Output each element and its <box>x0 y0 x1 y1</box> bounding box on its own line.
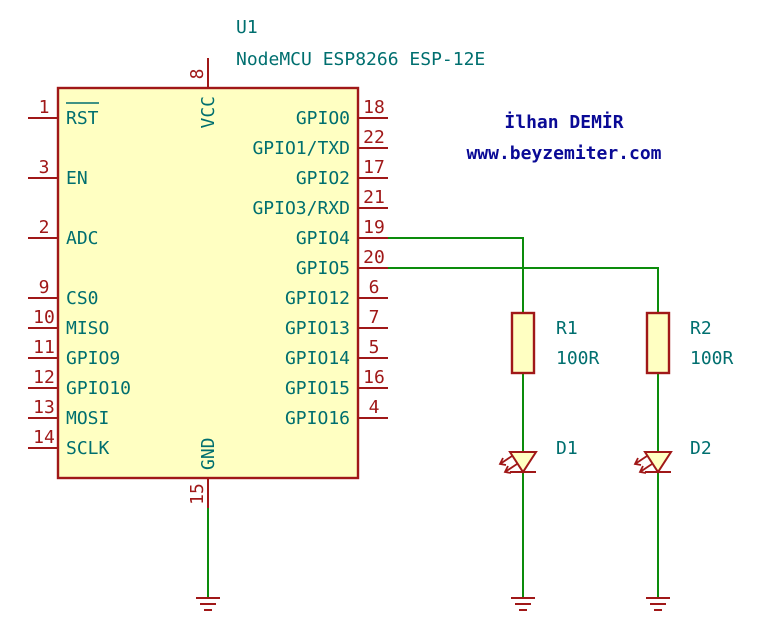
ground-symbol-icon <box>646 597 670 611</box>
u1-pin-number: 14 <box>33 427 55 448</box>
u1-pin-name: GPIO2 <box>296 168 350 189</box>
u1-right-pin-5: 5 GPIO14 <box>285 337 388 369</box>
r2-resistor-body <box>645 311 671 375</box>
u1-right-pin-6: 6 GPIO12 <box>285 277 388 309</box>
d1-led-symbol <box>498 451 538 474</box>
u1-pin-number: 11 <box>33 337 55 358</box>
r2-reference: R2 <box>690 318 712 339</box>
d2-led-symbol <box>633 451 673 474</box>
u1-right-pin-22: 22 GPIO1/TXD <box>252 127 388 159</box>
u1-pin-number: 19 <box>363 217 385 238</box>
u1-pin-name: GPIO4 <box>296 228 350 249</box>
u1-pin-name: GPIO15 <box>285 378 350 399</box>
u1-pin-name: CS0 <box>66 288 99 309</box>
u1-pin-name: GPIO9 <box>66 348 120 369</box>
u1-pin-name: EN <box>66 168 88 189</box>
u1-pin-name: MISO <box>66 318 109 339</box>
u1-reference: U1 <box>236 17 258 38</box>
d1-diode-triangle <box>508 451 538 474</box>
u1-pin-number: 1 <box>39 97 50 118</box>
u1-pin-number: 15 <box>187 483 208 505</box>
u1-left-pin-13: 13 MOSI <box>28 397 109 429</box>
u1-vcc-pin: 8 VCC <box>187 58 219 129</box>
ground-symbol-icon <box>511 597 535 611</box>
u1-right-pin-21: 21 GPIO3/RXD <box>252 187 388 219</box>
u1-value: NodeMCU ESP8266 ESP-12E <box>236 49 485 70</box>
u1-pin-number: 13 <box>33 397 55 418</box>
wire-gpio5-r2 <box>388 267 659 313</box>
r1-resistor-body <box>510 311 536 375</box>
u1-pin-name: GPIO13 <box>285 318 350 339</box>
ground-symbol-icon <box>196 597 220 611</box>
d1-light-arrow-head <box>498 457 507 466</box>
u1-pin-name: GPIO1/TXD <box>252 138 350 159</box>
u1-pin-number: 17 <box>363 157 385 178</box>
u1-left-pin-12: 12 GPIO10 <box>28 367 131 399</box>
u1-pin-number: 21 <box>363 187 385 208</box>
d1-reference: D1 <box>556 438 578 459</box>
r1-reference: R1 <box>556 318 578 339</box>
u1-pin-name: ADC <box>66 228 99 249</box>
r1-value: 100R <box>556 348 600 369</box>
u1-pin-number: 9 <box>39 277 50 298</box>
author-website: www.beyzemiter.com <box>466 143 661 164</box>
d1-light-arrow-head <box>503 465 512 474</box>
u1-left-pin-14: 14 SCLK <box>28 427 110 459</box>
u1-pin-name: SCLK <box>66 438 110 459</box>
u1-right-pin-4: 4 GPIO16 <box>285 397 388 429</box>
u1-left-pin-11: 11 GPIO9 <box>28 337 120 369</box>
u1-right-pin-17: 17 GPIO2 <box>296 157 388 189</box>
u1-pin-number: 18 <box>363 97 385 118</box>
d2-light-arrow <box>639 463 653 473</box>
wire-gpio4-r1 <box>388 237 524 313</box>
u1-left-pin-3: 3 EN <box>28 157 88 189</box>
u1-pin-number: 20 <box>363 247 385 268</box>
u1-right-pin-20: 20 GPIO5 <box>296 247 388 279</box>
u1-right-pin-19: 19 GPIO4 <box>296 217 388 249</box>
u1-pin-name: GPIO14 <box>285 348 350 369</box>
u1-pin-name: GPIO0 <box>296 108 350 129</box>
author-name: İlhan DEMİR <box>504 111 623 133</box>
u1-pin-number: 6 <box>369 277 380 298</box>
u1-left-pin-2: 2 ADC <box>28 217 99 249</box>
u1-pin-number: 5 <box>369 337 380 358</box>
u1-right-pin-16: 16 GPIO15 <box>285 367 388 399</box>
u1-pin-number: 2 <box>39 217 50 238</box>
u1-right-pin-7: 7 GPIO13 <box>285 307 388 339</box>
u1-pin-name: GPIO16 <box>285 408 350 429</box>
d2-light-arrow-head <box>633 457 642 466</box>
r2-value: 100R <box>690 348 734 369</box>
u1-pin-name: MOSI <box>66 408 109 429</box>
u1-pin-number: 3 <box>39 157 50 178</box>
u1-left-pin-10: 10 MISO <box>28 307 109 339</box>
d2-reference: D2 <box>690 438 712 459</box>
u1-pin-number: 7 <box>369 307 380 328</box>
u1-pin-number: 4 <box>369 397 380 418</box>
u1-left-pin-1: 1 RST <box>28 97 99 129</box>
u1-right-pin-18: 18 GPIO0 <box>296 97 388 129</box>
u1-pin-number: 16 <box>363 367 385 388</box>
d2-light-arrow <box>634 455 648 465</box>
d1-light-arrow <box>499 455 513 465</box>
u1-left-pin-9: 9 CS0 <box>28 277 99 309</box>
u1-body <box>56 86 360 480</box>
u1-pin-name: VCC <box>198 96 219 129</box>
u1-pin-name: RST <box>66 108 99 129</box>
u1-pin-number: 10 <box>33 307 55 328</box>
u1-pin-name: GPIO3/RXD <box>252 198 350 219</box>
d2-light-arrow-head <box>638 465 647 474</box>
u1-gnd-pin: 15 GND <box>187 437 219 508</box>
d2-diode-triangle <box>643 451 673 474</box>
u1-pin-name: GPIO10 <box>66 378 131 399</box>
d1-light-arrow <box>504 463 518 473</box>
u1-pin-number: 8 <box>187 69 208 80</box>
u1-pin-number: 12 <box>33 367 55 388</box>
u1-pin-name: GPIO12 <box>285 288 350 309</box>
u1-pin-number: 22 <box>363 127 385 148</box>
u1-pin-name: GPIO5 <box>296 258 350 279</box>
u1-pin-name: GND <box>198 437 219 470</box>
